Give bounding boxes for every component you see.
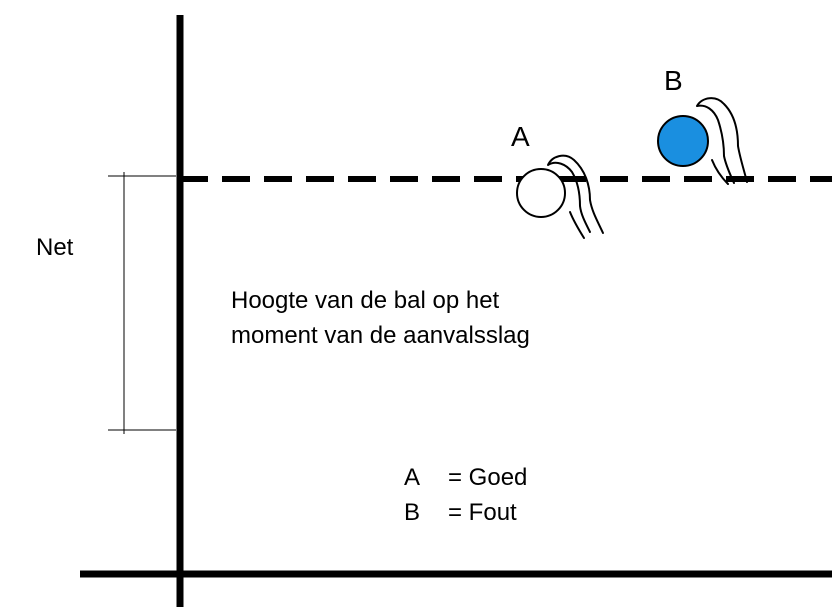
legend-b-letter: B [404, 499, 420, 526]
hand-a-icon [547, 154, 604, 239]
caption-line-2: moment van de aanvalsslag [231, 322, 530, 349]
caption-line-1: Hoogte van de bal op het [231, 287, 500, 314]
ball-b-letter: B [664, 65, 683, 96]
legend-b-text: = Fout [448, 499, 517, 526]
ball-b [657, 115, 709, 167]
legend-a-letter: A [404, 464, 420, 491]
ball-a [516, 168, 566, 218]
net-height-bracket [108, 172, 176, 434]
ball-a-letter: A [511, 121, 530, 152]
legend-a-text: = Goed [448, 464, 527, 491]
hand-b-icon [696, 97, 748, 185]
net-label: Net [36, 234, 74, 261]
